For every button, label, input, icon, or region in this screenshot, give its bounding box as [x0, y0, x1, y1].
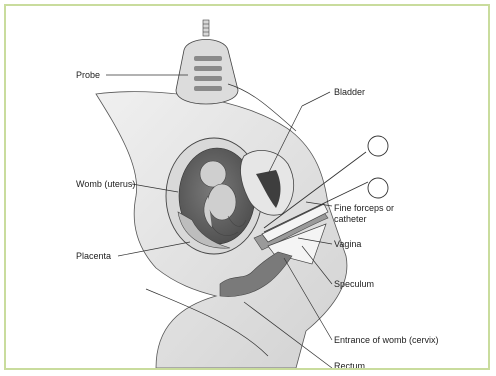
label-speculum: Speculum — [334, 279, 374, 289]
label-bladder: Bladder — [334, 87, 365, 97]
label-probe: Probe — [76, 70, 100, 80]
label-vagina: Vagina — [334, 239, 361, 249]
amniocentesis-diagram: Probe Bladder Womb (uterus) Fine forceps… — [6, 6, 490, 370]
label-rectum: Rectum — [334, 361, 365, 370]
label-forceps-line2: catheter — [334, 214, 367, 224]
diagram-frame: Probe Bladder Womb (uterus) Fine forceps… — [4, 4, 490, 370]
label-womb: Womb (uterus) — [76, 179, 135, 189]
label-placenta: Placenta — [76, 251, 111, 261]
label-forceps-line1: Fine forceps or — [334, 203, 394, 213]
probe — [176, 20, 238, 104]
label-cervix: Entrance of womb (cervix) — [334, 335, 439, 345]
